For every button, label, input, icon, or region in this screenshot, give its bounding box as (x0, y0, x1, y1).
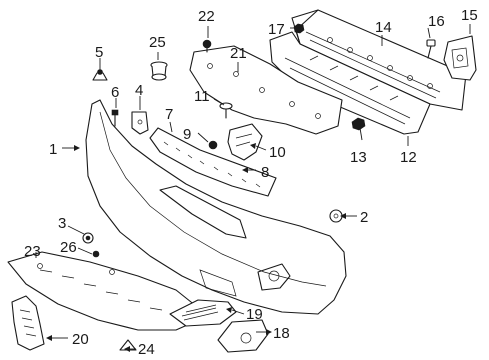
callout-8: 8 (261, 164, 269, 181)
part-fog-bezel (217, 319, 269, 353)
part-screw-6 (111, 109, 119, 127)
callout-5: 5 (95, 44, 103, 61)
callout-21: 21 (230, 45, 247, 62)
part-nut-17 (293, 23, 305, 34)
part-bumper-fascia (85, 99, 347, 315)
callout-23: 23 (24, 243, 41, 260)
callout-22: 22 (198, 8, 215, 25)
callout-16: 16 (428, 13, 445, 30)
callout-25: 25 (149, 34, 166, 51)
callout-12: 12 (400, 149, 417, 166)
callout-labels: 1 2 3 4 5 6 7 8 9 10 11 12 13 14 15 16 1… (24, 7, 478, 358)
part-fastener-11 (219, 102, 233, 119)
part-clip-3 (82, 232, 94, 244)
callout-10: 10 (269, 144, 286, 161)
callout-18: 18 (273, 325, 290, 342)
callout-2: 2 (360, 209, 368, 226)
part-upper-cover (189, 45, 343, 135)
part-lower-grille (11, 295, 45, 351)
part-bolt-26 (92, 250, 100, 258)
callout-11: 11 (194, 88, 210, 105)
part-clip-22 (202, 39, 212, 53)
callout-17: 17 (268, 21, 285, 38)
callout-13: 13 (350, 149, 367, 166)
callout-14: 14 (375, 19, 392, 36)
part-bracket-4 (131, 111, 149, 135)
part-fog-grille (169, 299, 237, 327)
callout-20: 20 (72, 331, 89, 348)
part-bracket (443, 35, 477, 81)
callout-9: 9 (183, 126, 191, 143)
callout-1: 1 (49, 141, 57, 158)
part-bracket-10 (227, 123, 263, 161)
callout-4: 4 (135, 82, 143, 99)
callout-3: 3 (58, 215, 66, 232)
callout-19: 19 (246, 306, 263, 323)
leader-lines (35, 24, 471, 352)
callout-26: 26 (60, 239, 77, 256)
callout-24: 24 (138, 341, 155, 358)
part-bolt-16 (426, 39, 436, 59)
callout-7: 7 (165, 106, 173, 123)
callout-6: 6 (111, 84, 119, 101)
part-retainer-5 (92, 69, 108, 81)
part-clip-13 (351, 117, 366, 131)
part-screw-9 (208, 140, 218, 150)
part-push-pin-25 (150, 61, 168, 81)
callout-15: 15 (461, 7, 478, 24)
part-retainer-strip (149, 127, 277, 197)
